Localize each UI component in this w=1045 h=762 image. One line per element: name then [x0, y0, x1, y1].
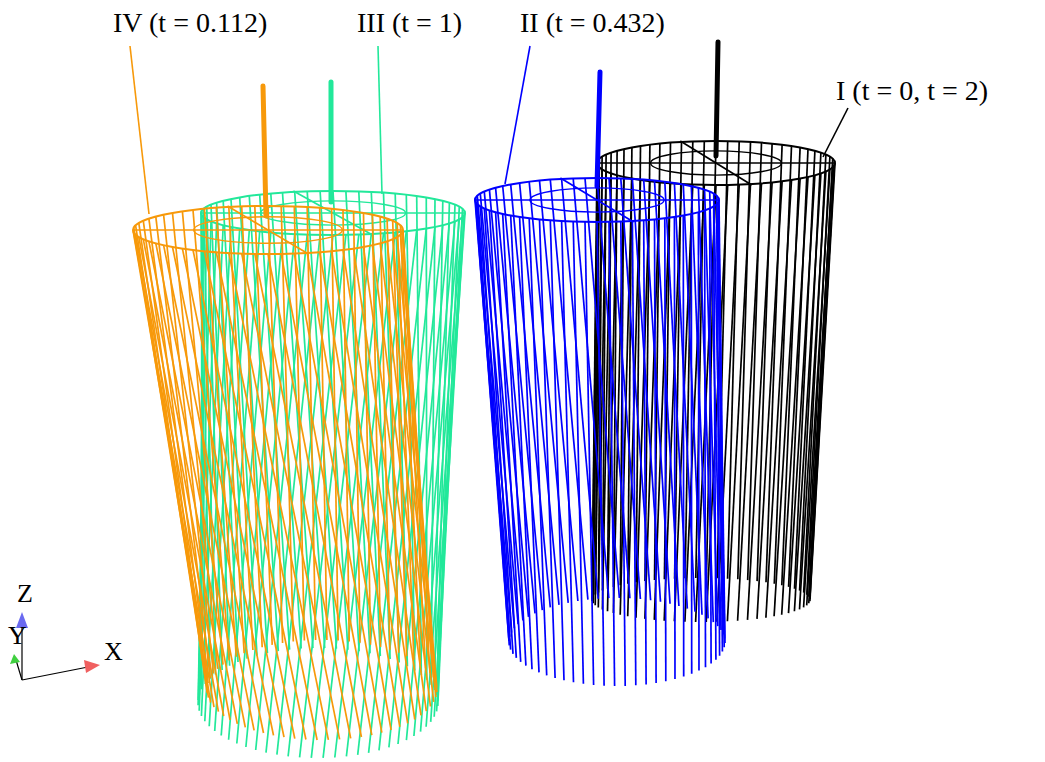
cylinder-wireframe [475, 72, 725, 686]
generator-line [698, 212, 700, 670]
generator-line [182, 211, 223, 664]
generator-line [562, 179, 599, 599]
generator-line [704, 210, 707, 667]
generator-line [628, 147, 632, 583]
generator-line [795, 151, 815, 589]
generator-line [434, 211, 464, 717]
generator-line [354, 211, 360, 642]
axis-line [22, 667, 88, 680]
leader-line [823, 108, 848, 157]
x-arrow [84, 660, 100, 673]
generator-line [484, 208, 513, 654]
callout-label: I (t = 0, t = 2) [836, 76, 988, 107]
generator-line [402, 228, 425, 669]
generator-line [728, 141, 740, 578]
generator-line [632, 221, 635, 685]
generator-line [320, 208, 327, 640]
generator-line [710, 208, 711, 663]
generator-line [757, 144, 772, 581]
cylinder-wireframe [133, 86, 437, 740]
generator-line [809, 159, 833, 597]
generator-line [400, 225, 420, 664]
generator-line [149, 241, 245, 727]
generator-line [387, 219, 399, 653]
axis-rod [597, 72, 600, 186]
generator-line [644, 220, 646, 684]
leader-line [378, 46, 382, 194]
generator-line [550, 180, 588, 600]
generator-line [437, 203, 450, 696]
generator-line [655, 219, 657, 683]
generator-line [354, 249, 421, 716]
generator-line [143, 221, 207, 688]
generator-line [229, 207, 253, 650]
generator-line [665, 218, 666, 681]
axis-rod [263, 86, 266, 216]
generator-line [609, 222, 615, 686]
generator-line [597, 222, 604, 686]
axis-label: X [104, 638, 123, 667]
generator-line [496, 188, 535, 614]
generator-line [193, 210, 229, 661]
generator-line [372, 215, 380, 647]
generator-line [810, 161, 835, 599]
axis-rod [329, 82, 334, 202]
generator-line [320, 252, 400, 727]
generator-line [682, 216, 684, 677]
generator-line [621, 222, 625, 686]
axis-label: Z [17, 580, 33, 609]
generator-line [343, 210, 349, 641]
generator-line [307, 207, 315, 640]
generator-line [156, 217, 211, 679]
generator-line [332, 209, 339, 641]
generator-line [774, 146, 791, 584]
cylinder-group [133, 42, 835, 758]
axis-line [16, 660, 22, 680]
generator-line [476, 198, 512, 633]
callout-label: III (t = 1) [357, 8, 462, 39]
leader-line [130, 46, 149, 214]
axis-label: Y [8, 622, 27, 651]
generator-line [431, 199, 435, 685]
generator-line [674, 217, 676, 679]
generator-line [268, 206, 283, 643]
generator-line [540, 181, 578, 601]
generator-line [529, 182, 568, 603]
generator-line [216, 208, 244, 653]
generator-line [503, 186, 543, 610]
generator-line [294, 207, 304, 641]
cylinder-wireframe [198, 82, 465, 758]
generator-line [614, 151, 618, 587]
y-arrow [10, 654, 20, 664]
generator-line [738, 142, 751, 579]
generator-line [690, 214, 692, 674]
generator-line [364, 213, 371, 645]
leader-lines [130, 46, 848, 214]
generator-line [511, 184, 551, 607]
generator-line [307, 253, 391, 730]
generator-line [766, 145, 782, 583]
generator-line [636, 146, 640, 582]
generator-line [242, 207, 263, 648]
generator-line [346, 191, 370, 653]
generator-line [480, 194, 518, 625]
axis-rod [716, 42, 718, 156]
generator-line [718, 198, 725, 643]
leader-line [505, 46, 530, 184]
generator-line [397, 237, 437, 687]
generator-line [520, 183, 559, 605]
generator-line [807, 157, 830, 595]
callout-label: IV (t = 0.112) [113, 8, 267, 39]
callout-label: II (t = 0.432) [520, 8, 665, 39]
generator-line [281, 206, 293, 641]
